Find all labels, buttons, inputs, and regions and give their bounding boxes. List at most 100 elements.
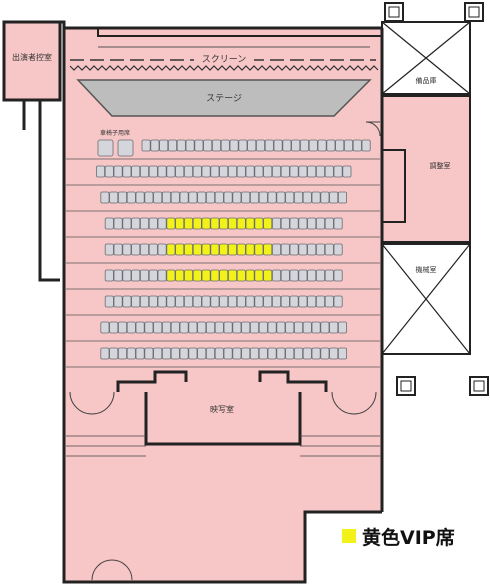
- seat: [148, 165, 158, 178]
- vip-seat: [254, 243, 264, 256]
- seat: [122, 269, 132, 282]
- seat: [122, 295, 132, 308]
- seat: [258, 321, 268, 334]
- seat: [205, 347, 215, 360]
- seat: [271, 217, 281, 230]
- seat: [282, 139, 292, 152]
- seat: [223, 347, 233, 360]
- seat: [100, 191, 110, 204]
- seat: [333, 217, 343, 230]
- vip-seat: [192, 217, 202, 230]
- seat: [267, 347, 277, 360]
- seat: [317, 139, 327, 152]
- seat: [271, 165, 281, 178]
- seat: [170, 191, 180, 204]
- seat: [104, 217, 114, 230]
- seat: [131, 295, 141, 308]
- wheelchair-seat: [97, 139, 114, 157]
- screen: スクリーン: [69, 46, 379, 71]
- lobby-steps: [66, 435, 380, 457]
- seat: [315, 295, 325, 308]
- seat: [289, 269, 299, 282]
- seat: [118, 347, 128, 360]
- seat: [153, 191, 163, 204]
- seat: [113, 243, 123, 256]
- seat: [104, 243, 114, 256]
- seat: [179, 191, 189, 204]
- seat: [157, 269, 167, 282]
- seat: [232, 191, 242, 204]
- seat: [100, 321, 110, 334]
- seat: [352, 139, 362, 152]
- seat: [157, 217, 167, 230]
- seat: [307, 269, 317, 282]
- seat: [166, 295, 176, 308]
- seat: [238, 139, 248, 152]
- seat: [161, 347, 171, 360]
- seat: [131, 269, 141, 282]
- seat: [280, 295, 290, 308]
- seat: [139, 243, 149, 256]
- vip-seat: [227, 269, 237, 282]
- vip-seat: [263, 269, 273, 282]
- vip-seat: [254, 269, 264, 282]
- vip-seat: [227, 243, 237, 256]
- seat: [109, 347, 119, 360]
- seat: [139, 269, 149, 282]
- seat: [315, 217, 325, 230]
- seat: [176, 139, 186, 152]
- seat: [183, 295, 193, 308]
- seat: [223, 191, 233, 204]
- seat: [267, 191, 277, 204]
- vip-seat: [201, 243, 211, 256]
- seat: [144, 347, 154, 360]
- vip-seat: [227, 217, 237, 230]
- seat: [122, 165, 132, 178]
- seat: [113, 295, 123, 308]
- seat: [236, 295, 246, 308]
- seat: [302, 347, 312, 360]
- vip-legend-label: 黄色VIP席: [362, 526, 455, 549]
- seat: [307, 295, 317, 308]
- seat: [236, 165, 246, 178]
- seat: [210, 165, 220, 178]
- vip-seat: [201, 217, 211, 230]
- screen-label: スクリーン: [202, 54, 247, 65]
- stage: ステージ: [76, 79, 372, 117]
- seat: [201, 165, 211, 178]
- seat: [157, 295, 167, 308]
- seat: [232, 347, 242, 360]
- seat: [276, 191, 286, 204]
- seat: [254, 295, 264, 308]
- seat: [192, 165, 202, 178]
- vip-seat: [236, 269, 246, 282]
- seat: [185, 139, 195, 152]
- seat: [280, 165, 290, 178]
- seat: [333, 295, 343, 308]
- seat: [104, 269, 114, 282]
- vip-seat: [210, 217, 220, 230]
- seat: [100, 347, 110, 360]
- seat: [203, 139, 213, 152]
- vip-seat: [210, 269, 220, 282]
- seat: [141, 139, 151, 152]
- seat: [329, 191, 339, 204]
- seat: [263, 165, 273, 178]
- seat: [245, 295, 255, 308]
- seat: [333, 243, 343, 256]
- seat: [245, 165, 255, 178]
- seat: [194, 139, 204, 152]
- seat: [227, 295, 237, 308]
- seat: [289, 295, 299, 308]
- wheelchair-label: 車椅子用席: [100, 129, 130, 137]
- green-room-label: 出演者控室: [12, 52, 52, 62]
- seat: [293, 321, 303, 334]
- seat: [157, 165, 167, 178]
- seat: [264, 139, 274, 152]
- seat: [175, 295, 185, 308]
- seat: [343, 139, 353, 152]
- seating-area: [96, 139, 371, 360]
- seat: [254, 165, 264, 178]
- seat: [280, 217, 290, 230]
